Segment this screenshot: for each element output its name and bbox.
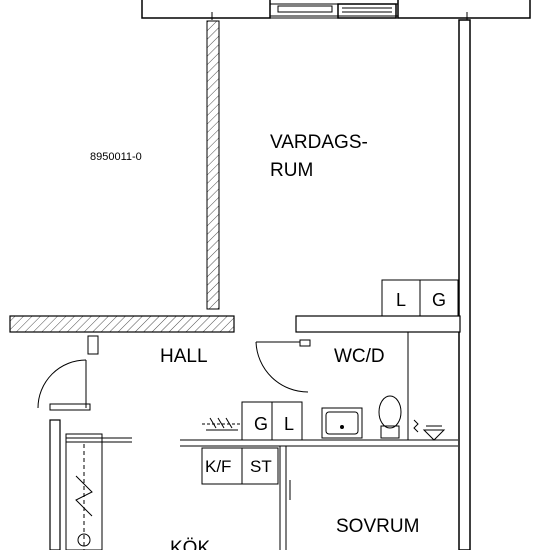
top-exterior-wall xyxy=(141,0,531,20)
stove-label: ST xyxy=(250,457,272,476)
wc-toilet xyxy=(378,395,402,439)
living-room-wardrobes xyxy=(381,279,459,317)
wc-door xyxy=(255,339,311,393)
partition-wall-hatched xyxy=(206,20,220,310)
wc-shower-drain xyxy=(407,332,446,441)
wardrobe-g-upper: G xyxy=(432,290,446,310)
fridge-freezer-label: K/F xyxy=(205,457,231,476)
kitchen-appliances xyxy=(201,447,279,485)
bedroom-partition xyxy=(279,446,291,550)
right-exterior-wall xyxy=(458,19,471,550)
room-bedroom: SOVRUM xyxy=(336,516,419,537)
hall-wall-hatched xyxy=(9,315,235,333)
wardrobe-l-upper: L xyxy=(396,290,406,310)
wardrobe-g-lower: G xyxy=(254,414,268,434)
plan-id: 8950011-0 xyxy=(90,151,142,163)
wc-sink xyxy=(321,407,363,439)
room-hall: HALL xyxy=(160,346,208,367)
wardrobe-l-lower: L xyxy=(284,414,294,434)
room-living-line2: RUM xyxy=(270,160,313,181)
hall-wardrobes xyxy=(241,401,303,441)
room-living-line1: VARDAGS- xyxy=(270,132,368,153)
upper-cabinets xyxy=(180,417,458,447)
kitchen-duct xyxy=(65,433,132,550)
room-kitchen: KÖK xyxy=(170,538,210,550)
hall-entry-door xyxy=(37,335,99,411)
left-hall-wall xyxy=(49,419,61,550)
room-wc: WC/D xyxy=(334,346,385,367)
wc-top-wall xyxy=(295,315,461,333)
